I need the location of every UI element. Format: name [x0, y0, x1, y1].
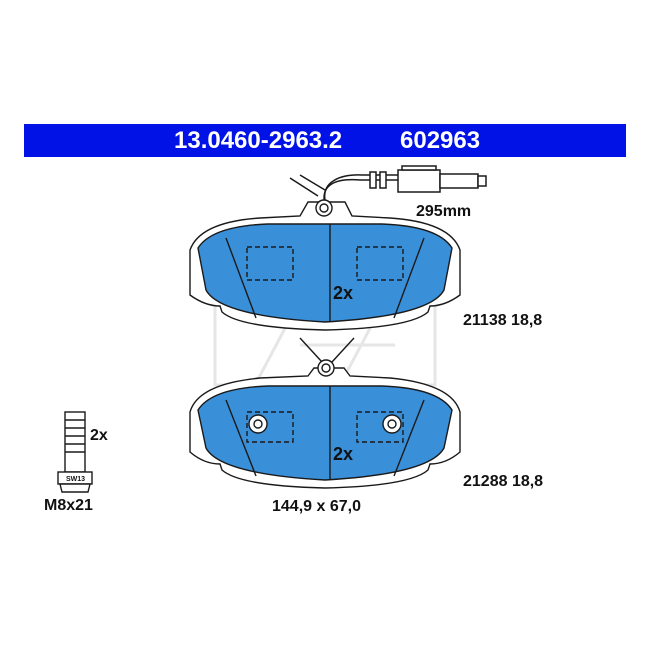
- brake-pad-top: [189, 199, 461, 331]
- wear-sensor: [289, 165, 487, 206]
- pad-dimensions: 144,9 x 67,0: [272, 498, 361, 515]
- header-bar: [24, 124, 626, 157]
- pad-top-quantity: 2x: [333, 283, 354, 303]
- pad-bottom-spec: 21288 18,8: [463, 473, 544, 490]
- bolt-size: M8x21: [44, 497, 93, 514]
- mounting-bolt: [57, 411, 93, 493]
- bolt-quantity: 2x: [90, 427, 108, 444]
- pad-bottom-lining: [197, 385, 453, 481]
- pad-top-spec: 21138 18,8: [463, 312, 543, 329]
- part-number: 13.0460-2963.2: [174, 127, 343, 154]
- bolt-head-marking: SW13: [66, 476, 86, 483]
- reference-number: 602963: [400, 127, 481, 154]
- brake-pad-bottom: [189, 337, 461, 489]
- pad-bottom-quantity: 2x: [333, 444, 354, 464]
- sensor-cable-length: 295mm: [416, 203, 472, 220]
- pad-top-lining: [197, 223, 453, 323]
